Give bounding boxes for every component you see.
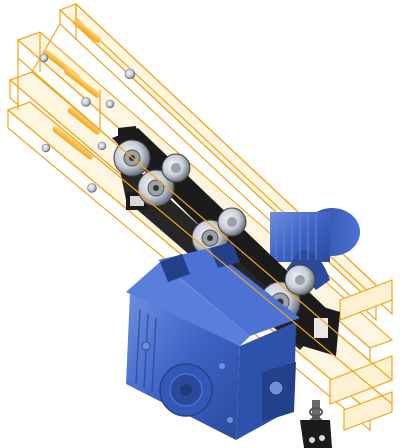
drive-motor bbox=[270, 208, 360, 290]
cover-bolt bbox=[141, 341, 151, 351]
hook-chain bbox=[300, 400, 332, 448]
hoist-body-top bbox=[158, 248, 300, 336]
rail-axles bbox=[44, 19, 102, 160]
wheel-7 bbox=[284, 264, 316, 296]
wheel-5 bbox=[217, 207, 247, 237]
wheel-3 bbox=[161, 153, 191, 183]
rail-bolts bbox=[39, 53, 136, 193]
hoist-body bbox=[126, 242, 300, 440]
wheel-2 bbox=[137, 169, 175, 207]
wheel-4 bbox=[191, 219, 229, 257]
